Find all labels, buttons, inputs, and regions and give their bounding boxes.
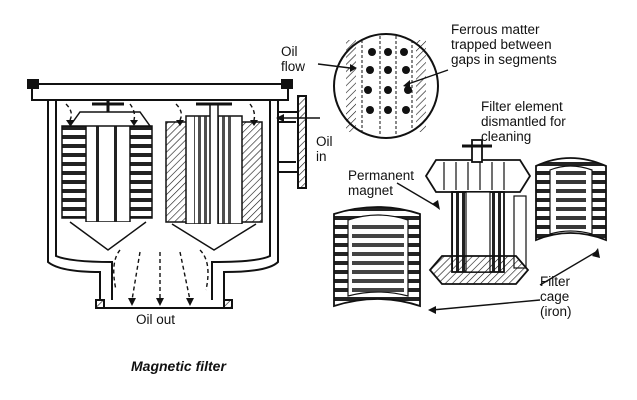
label-filter-cage-line3: (iron) — [540, 304, 572, 319]
label-permanent-magnet: Permanent magnet — [348, 168, 414, 198]
oil-in-arrow — [276, 114, 320, 122]
label-oil-flow-line2: flow — [281, 59, 306, 74]
flow-arrowheads — [66, 120, 258, 306]
inlet-pipe — [278, 95, 307, 189]
label-oil-flow-line1: Oil — [281, 44, 298, 59]
label-ferrous-line2: trapped between — [451, 37, 552, 52]
label-oil-in-line1: Oil — [316, 134, 333, 149]
detail-magnified-view — [333, 33, 439, 139]
label-ferrous-line3: gaps in segments — [451, 52, 557, 67]
label-filter-element-line3: cleaning — [481, 129, 532, 144]
label-filter-element-line1: Filter element — [481, 99, 563, 114]
label-oil-in-line2: in — [316, 149, 327, 164]
label-filter-cage-line1: Filter — [540, 274, 570, 289]
filter-cage-left — [333, 206, 421, 308]
label-filter-cage-line2: cage — [540, 289, 570, 304]
label-filter-element: Filter element dismantled for cleaning — [481, 99, 566, 144]
filter-element-left — [61, 100, 153, 251]
filter-housing — [27, 79, 293, 309]
filter-element-right — [165, 102, 263, 251]
leader-arrowheads — [350, 64, 600, 314]
housing-lid — [31, 83, 289, 101]
leader-lines — [317, 63, 597, 311]
housing-outer-wall — [47, 100, 279, 309]
permanent-magnet-assembly — [424, 139, 532, 285]
label-ferrous-line1: Ferrous matter — [451, 22, 540, 37]
filter-cage-right — [535, 157, 607, 242]
label-filter-cage: Filter cage (iron) — [540, 274, 572, 319]
label-ferrous-matter: Ferrous matter trapped between gaps in s… — [451, 22, 557, 67]
label-permanent-magnet-line2: magnet — [348, 183, 394, 198]
label-permanent-magnet-line1: Permanent — [348, 168, 415, 183]
label-oil-in: Oil in — [316, 134, 333, 164]
label-filter-element-line2: dismantled for — [481, 114, 566, 129]
flow-arrows — [65, 103, 256, 301]
figure-caption: Magnetic filter — [131, 358, 226, 374]
label-oil-out: Oil out — [136, 312, 176, 327]
label-oil-flow: Oil flow — [281, 44, 305, 74]
